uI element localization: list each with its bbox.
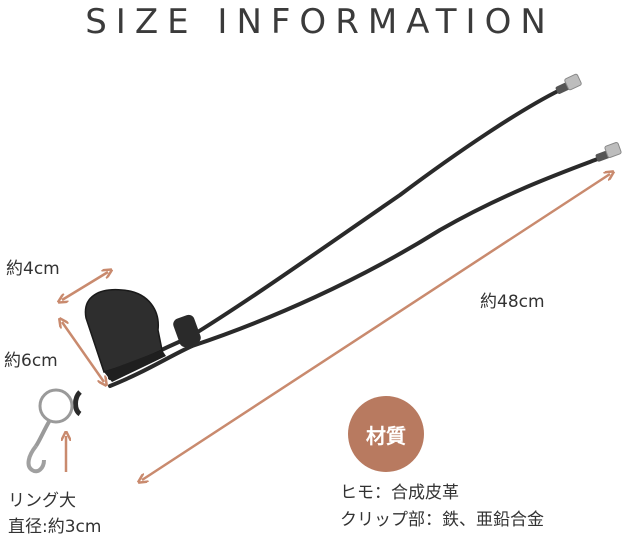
clip-end-top xyxy=(555,73,582,94)
length-label: 約48cm xyxy=(480,292,545,312)
length-arrow xyxy=(142,174,610,480)
material-line-clip: クリップ部：鉄、亜鉛合金 xyxy=(340,510,544,530)
height-arrow xyxy=(62,322,104,382)
material-line-strap: ヒモ：合成皮革 xyxy=(340,483,459,503)
keyring xyxy=(26,388,82,474)
material-list: ヒモ：合成皮革 クリップ部：鉄、亜鉛合金 xyxy=(340,480,544,534)
ring-label-line1: リング大 xyxy=(8,491,76,511)
height-label: 約6cm xyxy=(4,351,58,371)
page-title: SIZE INFORMATION xyxy=(85,2,555,42)
material-badge: 材質 xyxy=(348,396,424,472)
dimension-arrows xyxy=(62,174,610,480)
clip-end-bottom xyxy=(595,142,622,162)
width-label: 約4cm xyxy=(6,259,60,279)
leather-tab xyxy=(84,288,166,382)
ring-label-line2: 直径:約3cm xyxy=(8,517,102,537)
width-arrow xyxy=(62,272,108,300)
